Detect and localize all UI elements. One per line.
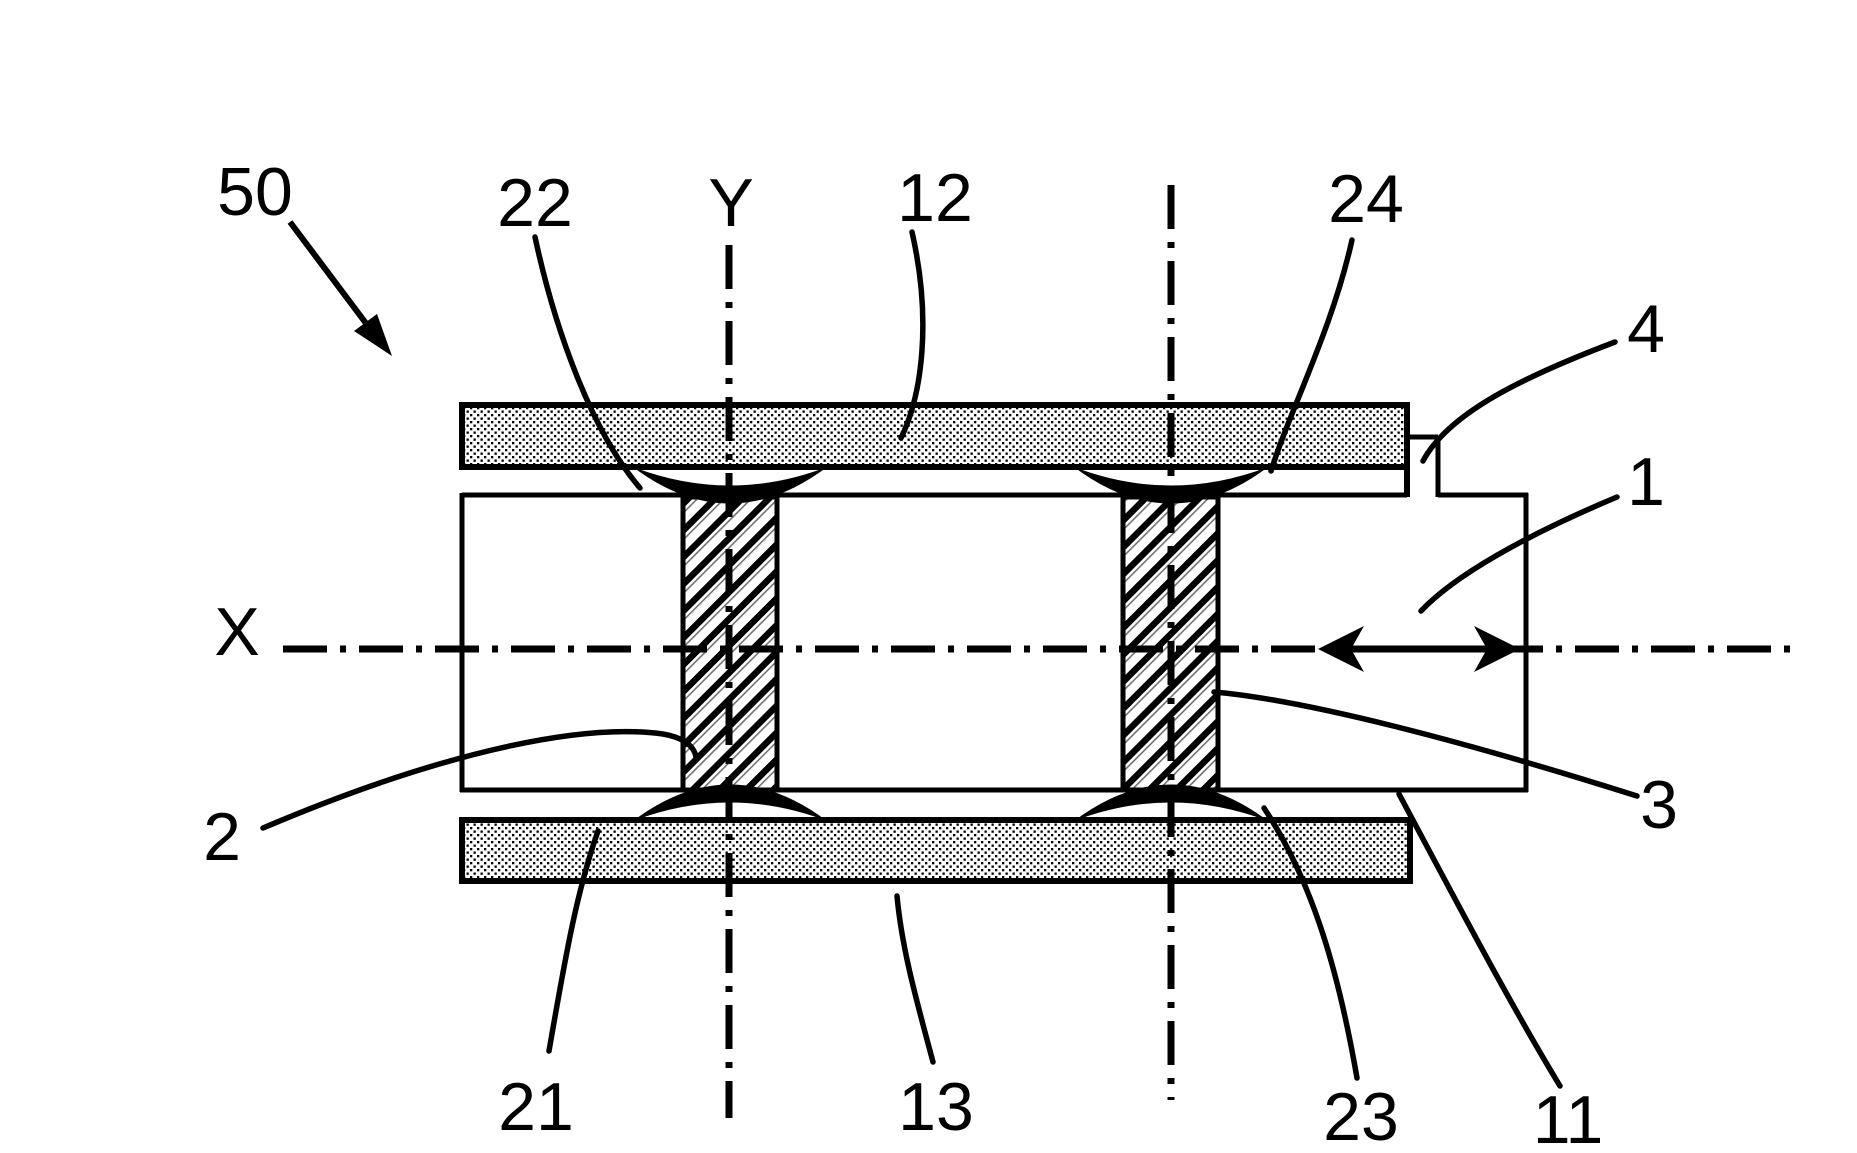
label-left-element: 2: [203, 799, 241, 875]
label-connector-step: 4: [1627, 291, 1665, 367]
leader-22: [532, 234, 643, 491]
label-joint-lower-right: 23: [1323, 1079, 1399, 1153]
label-assembly: 50: [217, 154, 293, 230]
assembly-arrow: [287, 220, 392, 356]
leader-23: [1261, 805, 1360, 1081]
leader-24: [1268, 237, 1355, 474]
leader-13: [894, 893, 936, 1065]
leader-3: [1211, 689, 1640, 799]
label-x-axis: X: [214, 594, 259, 670]
label-joint-lower-left: 21: [498, 1069, 574, 1145]
leader-1: [1418, 494, 1620, 614]
body-fill: [462, 495, 1526, 790]
joint-lower-left: [633, 784, 827, 821]
leader-11: [1396, 791, 1563, 1089]
joint-lower-right: [1074, 784, 1268, 821]
connector-step-outline: [1405, 434, 1441, 497]
lower-electrode-plate: [459, 817, 1413, 884]
label-joint-upper-right: 24: [1328, 161, 1404, 237]
label-joint-upper-left: 22: [497, 165, 573, 241]
leader-2: [260, 728, 699, 831]
label-body: 1: [1627, 444, 1665, 520]
motion-double-arrow: [1318, 626, 1520, 672]
label-first-surface: 11: [1533, 1082, 1604, 1153]
label-y-axis: Y: [708, 165, 753, 241]
leader-12: [898, 229, 926, 441]
leader-21: [546, 828, 601, 1054]
leader-4: [1420, 339, 1618, 464]
label-lower-plate: 13: [898, 1069, 974, 1145]
label-upper-plate: 12: [897, 160, 973, 236]
label-right-element: 3: [1640, 767, 1678, 843]
